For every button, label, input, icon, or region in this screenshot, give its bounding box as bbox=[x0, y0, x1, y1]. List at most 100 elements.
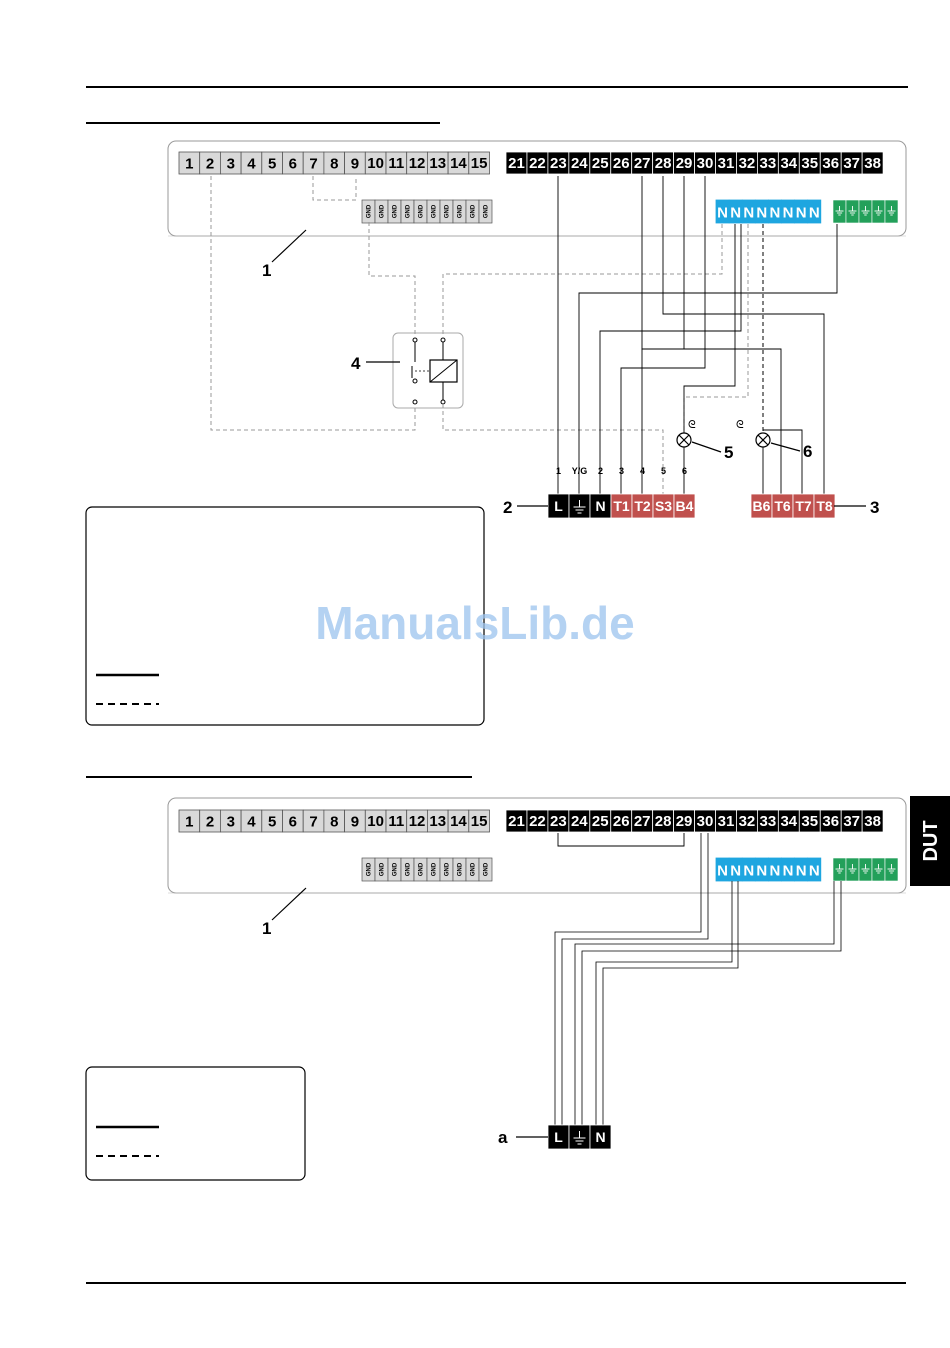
gnd-terminal-label: GND bbox=[471, 204, 477, 218]
terminal-5: 5 bbox=[261, 809, 283, 833]
terminal-26-label: 26 bbox=[613, 813, 630, 830]
terminal-1: 1 bbox=[178, 809, 201, 833]
terminal-35: 35 bbox=[798, 809, 821, 833]
gnd-terminal-label: GND bbox=[393, 862, 399, 876]
terminal-8: 8 bbox=[323, 809, 345, 833]
terminal-27: 27 bbox=[631, 151, 654, 175]
terminal-21: 21 bbox=[505, 151, 528, 175]
terminal-34: 34 bbox=[777, 809, 800, 833]
terminal-12: 12 bbox=[406, 151, 428, 175]
terminal-15-label: 15 bbox=[471, 813, 488, 830]
gnd-terminal-label: GND bbox=[367, 204, 373, 218]
relay-contact-top bbox=[412, 337, 418, 343]
terminal-15-label: 15 bbox=[471, 155, 488, 172]
gnd-terminal-label: GND bbox=[393, 204, 399, 218]
connector-2-pin-N-label: N bbox=[595, 498, 605, 514]
connector-2-pin-S3-label: S3 bbox=[655, 498, 672, 514]
terminal-7: 7 bbox=[302, 151, 325, 175]
lamp-6-flame-icon: ᘓ bbox=[736, 418, 744, 431]
connector-3-pin-T6: T6 bbox=[771, 493, 794, 519]
relay-contact-bottom bbox=[412, 399, 418, 405]
gnd-terminal-label: GND bbox=[445, 204, 451, 218]
gnd-terminal-label: GND bbox=[419, 204, 425, 218]
terminal-3: 3 bbox=[219, 151, 242, 175]
terminal-32-label: 32 bbox=[739, 813, 756, 830]
terminal-34: 34 bbox=[777, 151, 800, 175]
wire-label: 1 bbox=[556, 466, 561, 476]
neutral-terminal: N bbox=[794, 857, 809, 882]
earth-icon bbox=[861, 206, 870, 216]
side-tab-label: DUT bbox=[920, 820, 942, 861]
neutral-terminal-label: N bbox=[730, 204, 741, 221]
gnd-terminal-label: GND bbox=[484, 204, 490, 218]
terminal-22-label: 22 bbox=[529, 813, 546, 830]
callout-5-label: 5 bbox=[724, 443, 733, 462]
neutral-terminal: N bbox=[768, 199, 782, 224]
terminal-11: 11 bbox=[385, 151, 408, 175]
terminal-2: 2 bbox=[199, 151, 221, 175]
terminal-2-label: 2 bbox=[206, 813, 214, 830]
terminal-24: 24 bbox=[568, 151, 591, 175]
terminal-36-label: 36 bbox=[822, 155, 839, 172]
terminal-22-label: 22 bbox=[529, 155, 546, 172]
connector-3-pin-T8-label: T8 bbox=[816, 498, 833, 514]
terminal-38-label: 38 bbox=[864, 813, 881, 830]
gnd-terminal: GND bbox=[374, 857, 389, 882]
terminal-12: 12 bbox=[406, 809, 428, 833]
gnd-terminal: GND bbox=[387, 199, 402, 224]
neutral-terminal: N bbox=[715, 199, 730, 224]
terminal-22: 22 bbox=[526, 151, 549, 175]
neutral-terminal: N bbox=[728, 857, 743, 882]
neutral-terminal-label: N bbox=[796, 204, 807, 221]
terminal-37: 37 bbox=[840, 151, 863, 175]
neutral-terminal-label: N bbox=[743, 862, 754, 879]
terminal-32-label: 32 bbox=[739, 155, 756, 172]
gnd-terminal: GND bbox=[413, 199, 428, 224]
relay-outline bbox=[392, 332, 464, 409]
earth-icon bbox=[573, 500, 586, 514]
neutral-terminal: N bbox=[754, 199, 769, 224]
terminal-24-label: 24 bbox=[571, 813, 588, 830]
terminal-3-label: 3 bbox=[227, 155, 235, 172]
terminal-25-label: 25 bbox=[592, 155, 609, 172]
terminal-14-label: 14 bbox=[450, 813, 467, 830]
lamp-5-flame-icon: ᘓ bbox=[688, 418, 696, 431]
neutral-terminal-label: N bbox=[770, 862, 781, 879]
callout-1b-label: 1 bbox=[262, 919, 271, 938]
neutral-terminal-label: N bbox=[783, 204, 794, 221]
terminal-13: 13 bbox=[426, 151, 449, 175]
terminal-5-label: 5 bbox=[268, 155, 276, 172]
terminal-8: 8 bbox=[323, 151, 345, 175]
earth-icon bbox=[887, 206, 896, 216]
terminal-11-label: 11 bbox=[388, 813, 404, 830]
earth-terminal-strip bbox=[832, 199, 899, 224]
earth-terminal-strip bbox=[832, 857, 899, 882]
terminal-28: 28 bbox=[652, 809, 675, 833]
earth-terminal bbox=[858, 199, 873, 224]
neutral-terminal-label: N bbox=[743, 204, 754, 221]
terminal-36-label: 36 bbox=[822, 813, 839, 830]
neutral-terminal: N bbox=[715, 857, 730, 882]
connector-2-pin-N: N bbox=[589, 493, 612, 519]
connector-2-pin-L-label: L bbox=[554, 498, 563, 514]
terminal-3-label: 3 bbox=[227, 813, 235, 830]
connector-a-earth-pin bbox=[568, 1124, 591, 1150]
neutral-terminal-label: N bbox=[717, 204, 728, 221]
terminal-6-label: 6 bbox=[289, 155, 297, 172]
gnd-terminal: GND bbox=[361, 199, 376, 224]
terminal-35-label: 35 bbox=[801, 155, 818, 172]
connector-2-earth-pin bbox=[568, 493, 591, 519]
neutral-terminal-label: N bbox=[783, 862, 794, 879]
gnd-terminal-label: GND bbox=[471, 862, 477, 876]
terminal-32: 32 bbox=[736, 151, 758, 175]
connector-3-pin-T7: T7 bbox=[792, 493, 815, 519]
terminal-30-label: 30 bbox=[697, 155, 714, 172]
earth-icon bbox=[835, 206, 844, 216]
callout-1-label: 1 bbox=[262, 261, 271, 280]
